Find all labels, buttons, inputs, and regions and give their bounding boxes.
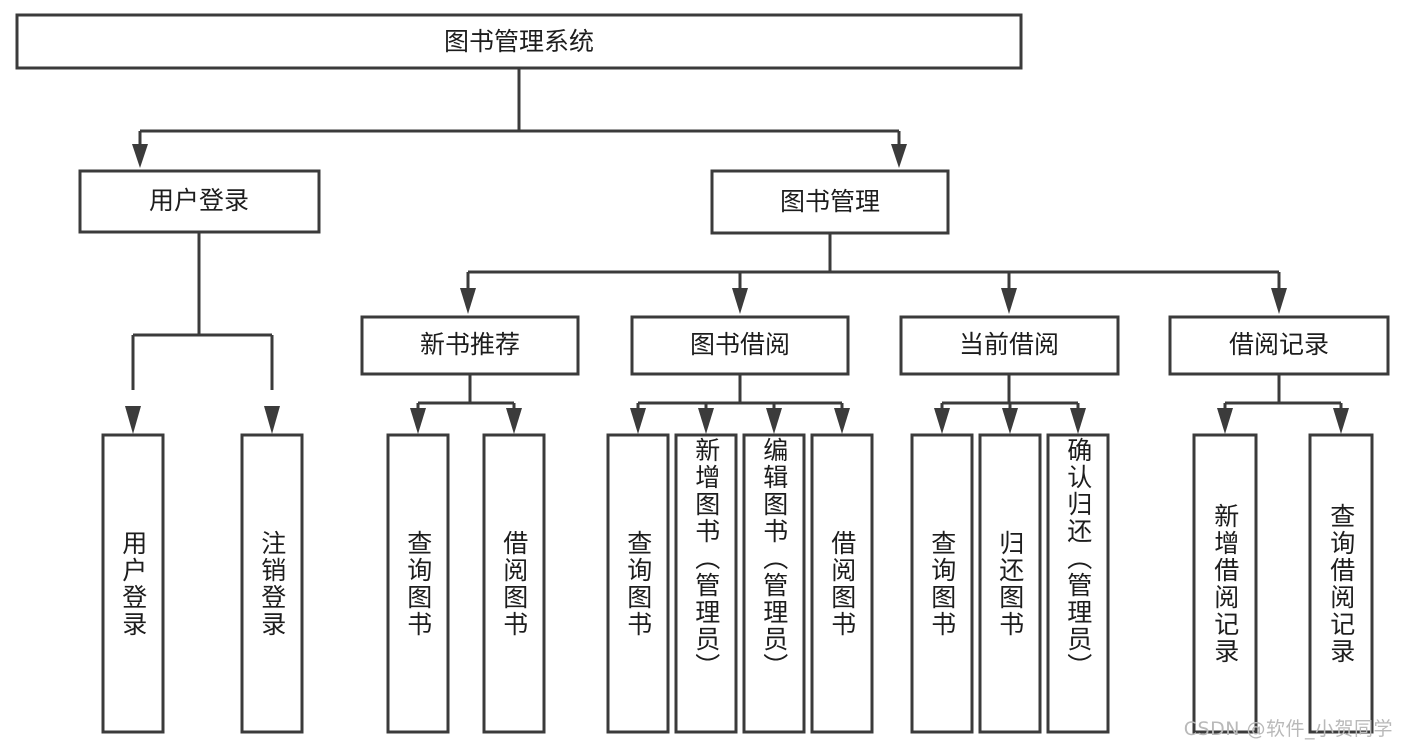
node-leaf-return-book[interactable] bbox=[978, 433, 1042, 734]
node-book-borrow-label: 图书借阅 bbox=[690, 330, 790, 359]
node-new-book-recommend[interactable]: 新书推荐 bbox=[360, 315, 580, 376]
node-leaf-confirm-return-admin[interactable] bbox=[1046, 433, 1110, 734]
node-leaf-add-book-admin[interactable] bbox=[674, 433, 738, 734]
node-current-borrow[interactable]: 当前借阅 bbox=[899, 315, 1120, 376]
node-book-management-label: 图书管理 bbox=[780, 187, 880, 216]
node-leaf-query-book-recommend[interactable] bbox=[386, 433, 450, 734]
node-root-label: 图书管理系统 bbox=[444, 27, 594, 56]
node-current-borrow-label: 当前借阅 bbox=[959, 330, 1059, 359]
node-leaf-add-borrow-record[interactable] bbox=[1192, 433, 1258, 734]
connector-new-book-to-leaves bbox=[410, 374, 522, 434]
node-leaf-logout[interactable] bbox=[240, 433, 304, 734]
node-new-book-recommend-label: 新书推荐 bbox=[420, 330, 520, 359]
connector-borrow-record-to-leaves bbox=[1217, 374, 1349, 434]
node-leaf-edit-book-admin[interactable] bbox=[742, 433, 806, 734]
watermark-text: CSDN @软件_小贺同学 bbox=[1183, 718, 1393, 740]
node-leaf-borrow-book[interactable] bbox=[810, 433, 874, 734]
node-leaf-query-borrow-record[interactable] bbox=[1308, 433, 1374, 734]
connector-book-mgmt-to-level3 bbox=[460, 233, 1287, 314]
connector-root-to-level2 bbox=[132, 68, 907, 168]
node-user-login-label: 用户登录 bbox=[149, 186, 249, 215]
node-user-login[interactable]: 用户登录 bbox=[78, 169, 321, 234]
connector-current-borrow-to-leaves bbox=[934, 374, 1086, 434]
node-root[interactable]: 图书管理系统 bbox=[15, 13, 1023, 70]
node-book-borrow[interactable]: 图书借阅 bbox=[630, 315, 850, 376]
node-borrow-record-label: 借阅记录 bbox=[1229, 330, 1329, 359]
node-leaf-query-book-borrow[interactable] bbox=[606, 433, 670, 734]
node-book-management[interactable]: 图书管理 bbox=[710, 169, 950, 235]
node-leaf-user-login[interactable] bbox=[101, 433, 165, 734]
node-leaf-borrow-book-recommend[interactable] bbox=[482, 433, 546, 734]
node-borrow-record[interactable]: 借阅记录 bbox=[1168, 315, 1390, 376]
connector-book-borrow-to-leaves bbox=[630, 374, 850, 434]
connector-user-login-to-leaves bbox=[125, 232, 280, 434]
node-leaf-query-book-current[interactable] bbox=[910, 433, 974, 734]
